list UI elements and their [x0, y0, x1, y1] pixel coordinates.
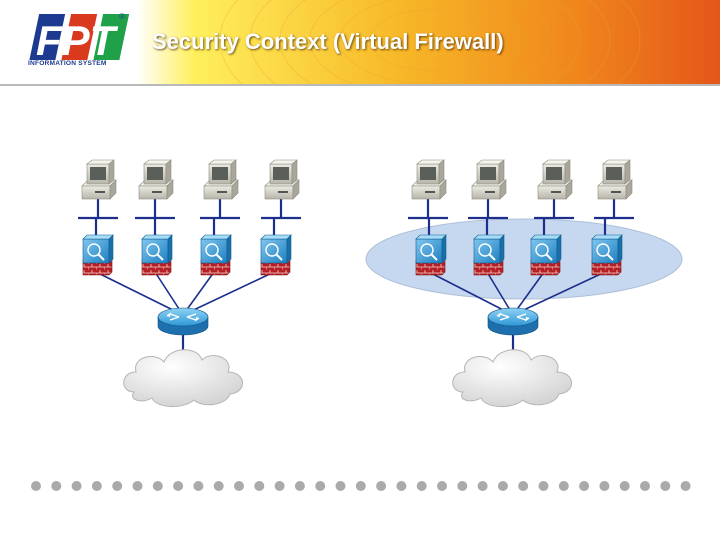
- footer-dot: [660, 481, 671, 491]
- footer-dot: [335, 481, 346, 491]
- logo-wordmark: FPT: [36, 17, 119, 64]
- workstation-icon: [537, 159, 573, 200]
- footer-dot: [31, 481, 41, 491]
- footer-dot: [376, 481, 387, 491]
- footer-dot: [91, 481, 102, 491]
- logo-subtitle: INFORMATION SYSTEM: [28, 60, 107, 67]
- footer-dot: [254, 481, 265, 491]
- footer-dot: [437, 481, 447, 491]
- footer-dot-row: [31, 481, 691, 491]
- footer-dot: [294, 481, 305, 491]
- footer-dot: [619, 481, 630, 491]
- footer-dot: [579, 481, 590, 491]
- virtual-context-highlight: [365, 218, 683, 300]
- workstation-icon: [264, 159, 300, 200]
- footer-dot: [396, 481, 407, 491]
- network-links: [78, 195, 634, 352]
- footer-dot: [640, 481, 650, 491]
- router-icon: [487, 307, 539, 336]
- footer-dot: [518, 481, 529, 491]
- footer-dot: [234, 481, 244, 491]
- firewall-icon: [200, 234, 232, 276]
- footer-dot: [477, 481, 488, 491]
- workstation-icon: [597, 159, 633, 200]
- footer-dot: [112, 481, 123, 491]
- footer-dot: [71, 481, 82, 491]
- footer-dot: [152, 481, 163, 491]
- registered-mark: ®: [119, 12, 125, 21]
- slide-title: Security Context (Virtual Firewall): [152, 29, 504, 54]
- footer-dot: [132, 481, 143, 491]
- header-divider: [0, 84, 720, 86]
- firewall-icon: [415, 234, 447, 276]
- fpt-logo: FPT: [29, 14, 130, 64]
- firewall-icon: [260, 234, 292, 276]
- footer-dot: [599, 481, 610, 491]
- firewall-icon: [82, 234, 114, 276]
- footer-dot: [213, 481, 224, 491]
- footer-dot: [173, 481, 184, 491]
- footer-dot: [315, 481, 326, 491]
- footer-dot: [193, 481, 204, 491]
- firewall-icon: [141, 234, 173, 276]
- footer-dot: [416, 481, 427, 491]
- footer-dot: [274, 481, 285, 491]
- workstation-icon: [203, 159, 239, 200]
- workstation-icon: [138, 159, 174, 200]
- footer-dot: [457, 481, 468, 491]
- footer-dot: [355, 481, 366, 491]
- footer-dot: [558, 481, 569, 491]
- firewall-icon: [591, 234, 623, 276]
- workstation-icon: [411, 159, 447, 200]
- footer-dot: [497, 481, 508, 491]
- firewall-icon: [473, 234, 505, 276]
- network-group-right: [408, 195, 634, 352]
- cloud-icon: [452, 349, 572, 407]
- workstation-icon: [471, 159, 507, 200]
- router-icon: [157, 307, 209, 336]
- firewall-icon: [530, 234, 562, 276]
- workstation-icon: [81, 159, 117, 200]
- footer-dot: [680, 481, 691, 491]
- cloud-icon: [123, 349, 243, 407]
- footer-dot: [538, 481, 549, 491]
- slide-header: FPT ® INFORMATION SYSTEM Security Contex…: [0, 0, 720, 86]
- footer-dot: [51, 481, 62, 491]
